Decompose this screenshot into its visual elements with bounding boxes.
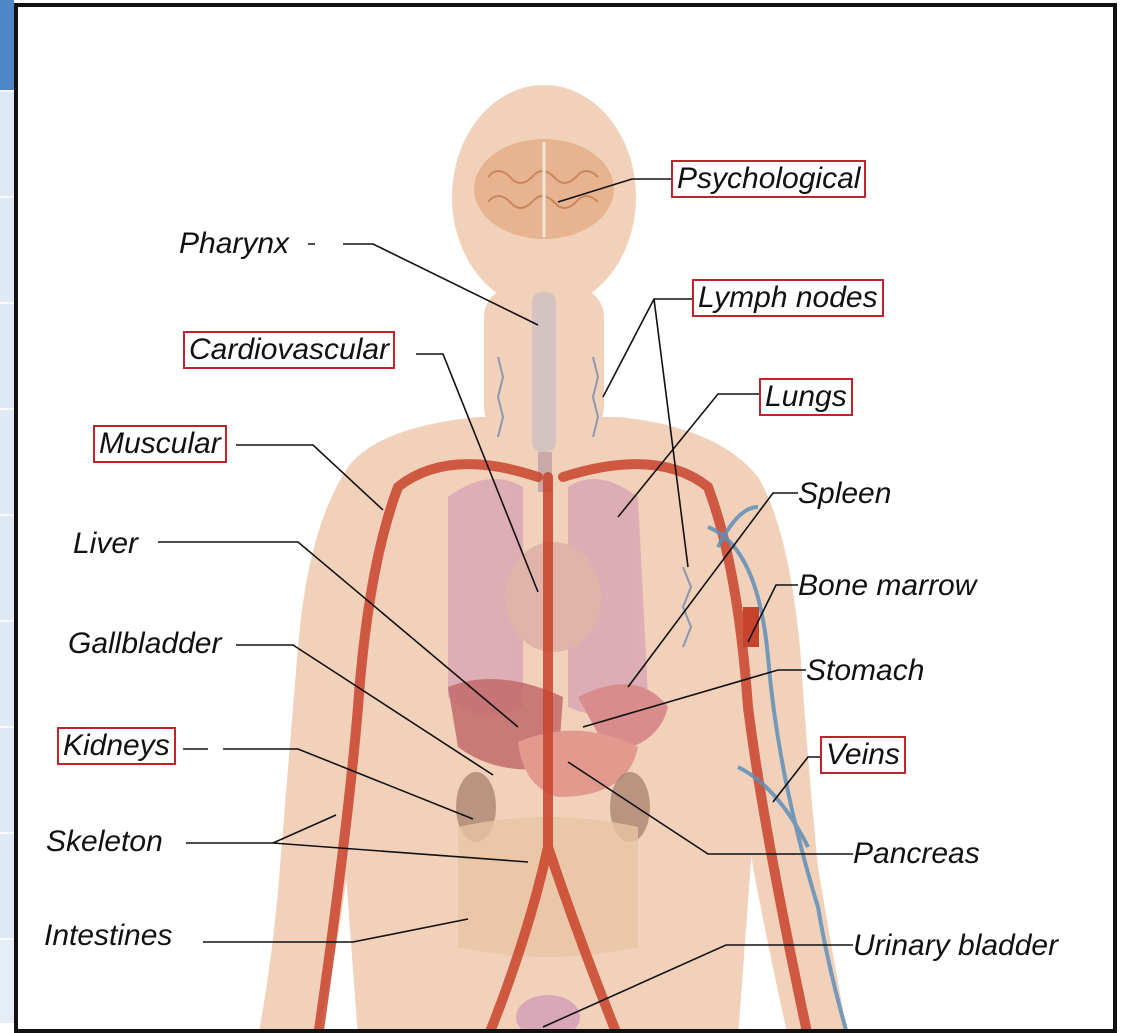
left-panel-tab[interactable] bbox=[0, 304, 14, 410]
label-intestines: Intestines bbox=[44, 919, 172, 953]
bone-marrow bbox=[743, 607, 759, 647]
label-spleen: Spleen bbox=[798, 477, 891, 511]
label-cardiovascular: Cardiovascular bbox=[183, 331, 395, 369]
label-gallbladder: Gallbladder bbox=[68, 627, 221, 661]
left-panel-tab[interactable] bbox=[0, 728, 14, 834]
label-urinary-bladder: Urinary bladder bbox=[853, 929, 1058, 963]
left-panel-tab[interactable] bbox=[0, 92, 14, 198]
label-liver: Liver bbox=[73, 527, 138, 561]
label-kidneys: Kidneys bbox=[57, 727, 176, 765]
left-panel-strip bbox=[0, 0, 14, 1023]
label-muscular: Muscular bbox=[93, 425, 227, 463]
label-stomach: Stomach bbox=[806, 654, 924, 688]
left-panel-tab-active[interactable] bbox=[0, 0, 14, 92]
left-panel-tab[interactable] bbox=[0, 516, 14, 622]
label-lungs: Lungs bbox=[759, 378, 853, 416]
left-panel-tab[interactable] bbox=[0, 622, 14, 728]
label-pancreas: Pancreas bbox=[853, 837, 980, 871]
brain bbox=[474, 139, 614, 239]
label-lymph-nodes: Lymph nodes bbox=[692, 279, 884, 317]
label-veins: Veins bbox=[820, 736, 906, 774]
label-skeleton: Skeleton bbox=[46, 825, 163, 859]
left-panel-tab[interactable] bbox=[0, 834, 14, 940]
leader-lymph-nodes-1 bbox=[603, 299, 692, 397]
anatomy-diagram bbox=[18, 7, 1117, 1033]
label-psychological: Psychological bbox=[671, 160, 866, 198]
label-pharynx: Pharynx bbox=[179, 227, 289, 261]
diagram-frame: Pharynx Cardiovascular Muscular Liver Ga… bbox=[14, 3, 1117, 1033]
left-panel-tab[interactable] bbox=[0, 410, 14, 516]
left-panel-tab[interactable] bbox=[0, 198, 14, 304]
label-bone-marrow: Bone marrow bbox=[798, 569, 976, 603]
